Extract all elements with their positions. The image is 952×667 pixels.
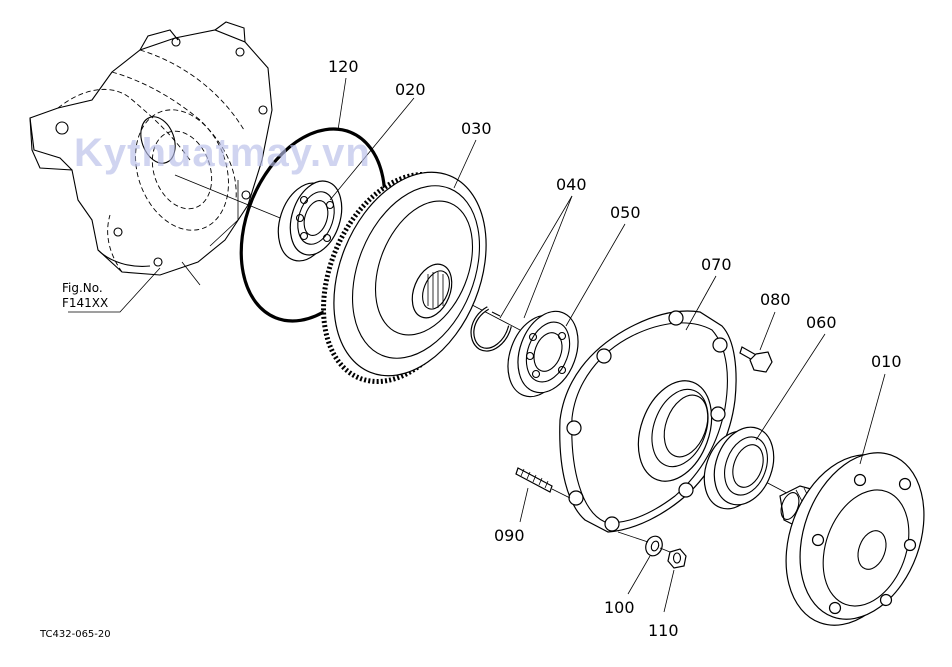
assembly-axis-left xyxy=(174,174,291,223)
part-label-110: 110 xyxy=(648,621,679,640)
part-label-120: 120 xyxy=(328,57,359,76)
bearing-050 xyxy=(507,310,579,398)
fig-no-label: Fig.No. xyxy=(62,281,103,295)
nut-110 xyxy=(667,548,687,569)
stud-axis-line xyxy=(617,531,649,543)
leader-lines xyxy=(329,77,886,613)
part-label-090: 090 xyxy=(494,526,525,545)
bearing-020 xyxy=(277,180,343,262)
nut-axis-line xyxy=(659,547,671,553)
part-label-030: 030 xyxy=(461,119,492,138)
part-label-050: 050 xyxy=(610,203,641,222)
housing-leader-tail xyxy=(181,261,201,286)
part-label-010: 010 xyxy=(871,352,902,371)
watermark-text: Kythuatmay.vn xyxy=(74,131,371,175)
drawing-code: TC432-065-20 xyxy=(39,629,111,640)
housing-casting xyxy=(29,21,273,276)
part-label-020: 020 xyxy=(395,80,426,99)
fig-ref-leader xyxy=(68,267,161,313)
part-label-100: 100 xyxy=(604,598,635,617)
washer-100 xyxy=(645,535,663,557)
ring-gear-030 xyxy=(321,171,487,385)
stud-090 xyxy=(515,467,571,499)
bolt-080 xyxy=(739,346,773,373)
part-label-040: 040 xyxy=(556,175,587,194)
part-label-070: 070 xyxy=(701,255,732,274)
part-label-080: 080 xyxy=(760,290,791,309)
axle-flange-010 xyxy=(779,452,925,626)
snap-ring-040 xyxy=(470,306,512,352)
part-label-060: 060 xyxy=(806,313,837,332)
oil-seal-060 xyxy=(703,426,775,510)
cover-plate-070 xyxy=(559,310,737,533)
fig-no-value: F141XX xyxy=(62,296,108,310)
